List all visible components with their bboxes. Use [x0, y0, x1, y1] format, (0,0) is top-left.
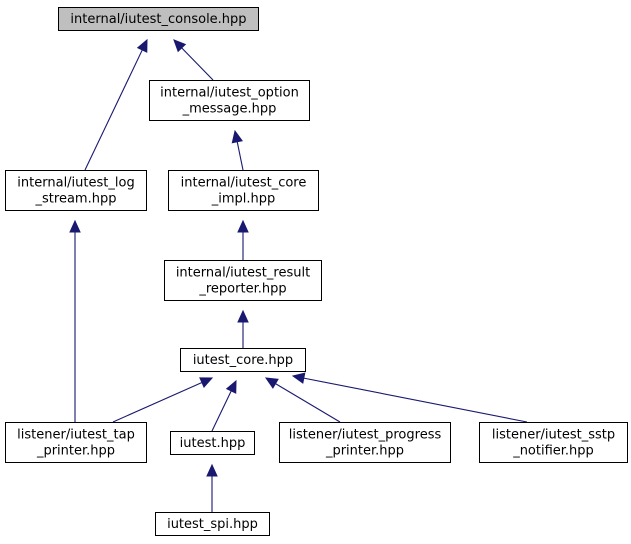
- edge-core_impl-to-option_message: [231, 129, 244, 171]
- arrowhead-icon: [231, 129, 243, 144]
- arrowhead-icon: [237, 219, 249, 233]
- edge-result_reporter-to-core_impl: [237, 219, 249, 260]
- node-label: _printer.hpp: [325, 444, 404, 459]
- node-label: internal/iutest_core: [181, 176, 307, 191]
- node-label: _printer.hpp: [36, 444, 115, 459]
- edge-tap_printer-to-iutest_core: [112, 377, 214, 423]
- node-box: [170, 431, 255, 455]
- node-log_stream[interactable]: internal/iutest_log_stream.hpp: [5, 170, 147, 211]
- arrowhead-icon: [291, 372, 306, 384]
- edge-line: [181, 47, 214, 81]
- node-core_impl[interactable]: internal/iutest_core_impl.hpp: [168, 170, 319, 211]
- node-label: iutest.hpp: [180, 436, 246, 451]
- node-label: listener/iutest_sstp: [492, 428, 615, 443]
- node-label: iutest_core.hpp: [193, 353, 293, 368]
- node-label: listener/iutest_tap: [17, 428, 135, 443]
- node-iutest_spi[interactable]: iutest_spi.hpp: [155, 512, 270, 536]
- arrowhead-icon: [173, 39, 187, 53]
- node-box: [279, 422, 451, 463]
- arrowhead-icon: [199, 377, 214, 388]
- node-label: internal/iutest_log: [17, 176, 134, 191]
- node-option_message[interactable]: internal/iutest_option_message.hpp: [149, 80, 310, 121]
- edge-line: [112, 381, 203, 423]
- edge-log_stream-to-console: [84, 38, 148, 171]
- edge-line: [275, 383, 341, 423]
- arrowhead-icon: [237, 309, 249, 323]
- node-box: [149, 80, 310, 121]
- node-result_reporter[interactable]: internal/iutest_result_reporter.hpp: [164, 260, 322, 301]
- node-sstp_notifier[interactable]: listener/iutest_sstp_notifier.hpp: [479, 422, 628, 463]
- node-label: iutest_spi.hpp: [167, 517, 258, 532]
- edge-progress_printer-to-iutest_core: [264, 377, 341, 423]
- node-iutest[interactable]: iutest.hpp: [170, 431, 255, 455]
- node-label: internal/iutest_option: [160, 86, 299, 101]
- edge-line: [303, 377, 528, 423]
- node-label: _message.hpp: [182, 102, 277, 117]
- edge-iutest_spi-to-iutest: [206, 463, 218, 512]
- arrowhead-icon: [264, 377, 279, 389]
- edge-option_message-to-console: [173, 39, 214, 81]
- node-label: _impl.hpp: [211, 192, 276, 207]
- arrowhead-icon: [225, 379, 237, 394]
- node-label: listener/iutest_progress: [289, 428, 442, 443]
- node-box: [164, 260, 322, 301]
- node-box: [479, 422, 628, 463]
- edge-line: [211, 390, 232, 432]
- node-label: internal/iutest_console.hpp: [70, 12, 246, 27]
- node-label: _stream.hpp: [35, 192, 117, 207]
- edges-layer: [69, 38, 528, 512]
- node-label: _reporter.hpp: [198, 282, 286, 297]
- edge-iutest-to-iutest_core: [211, 379, 237, 432]
- node-progress_printer[interactable]: listener/iutest_progress_printer.hpp: [279, 422, 451, 463]
- arrowhead-icon: [136, 38, 148, 53]
- edge-line: [236, 141, 244, 171]
- node-box: [168, 170, 319, 211]
- nodes-layer: internal/iutest_console.hpp internal/iute…: [5, 7, 628, 536]
- arrowhead-icon: [206, 463, 218, 477]
- edge-tap_printer-to-log_stream: [69, 219, 81, 422]
- node-box: [5, 422, 147, 463]
- node-box: [180, 348, 306, 372]
- edge-iutest_core-to-result_reporter: [237, 309, 249, 348]
- edge-sstp_notifier-to-iutest_core: [291, 372, 528, 423]
- node-console[interactable]: internal/iutest_console.hpp: [58, 7, 259, 31]
- node-iutest_core[interactable]: iutest_core.hpp: [180, 348, 306, 372]
- node-box: [155, 512, 270, 536]
- edge-line: [84, 49, 143, 171]
- node-tap_printer[interactable]: listener/iutest_tap_printer.hpp: [5, 422, 147, 463]
- node-label: internal/iutest_result: [176, 266, 310, 281]
- node-box: [5, 170, 147, 211]
- node-label: _notifier.hpp: [512, 444, 594, 459]
- node-box: [58, 7, 259, 31]
- arrowhead-icon: [69, 219, 81, 233]
